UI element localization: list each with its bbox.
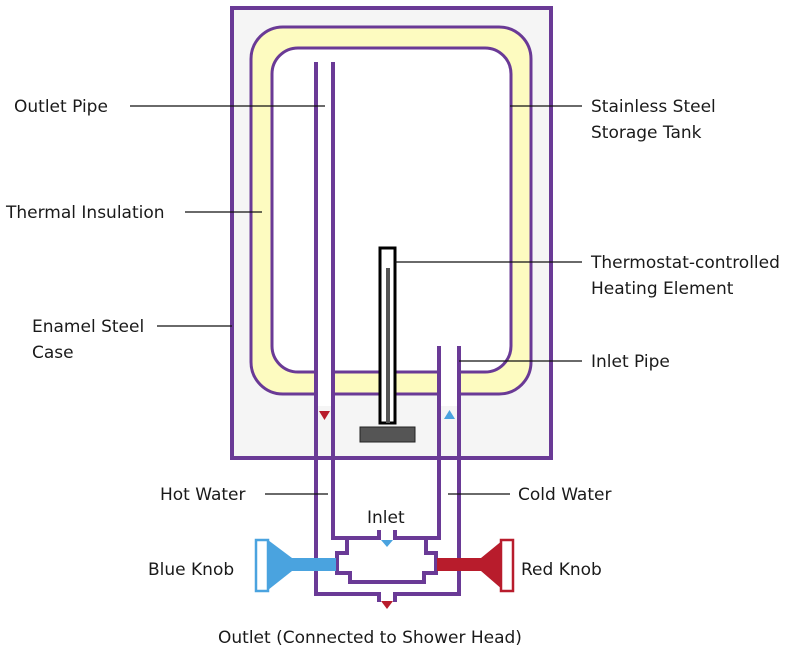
outlet-arrow <box>381 601 393 609</box>
heating-element-core <box>386 268 390 423</box>
blue-knob-cone <box>268 540 292 590</box>
outlet-bottom <box>316 592 381 602</box>
mixing-chamber-top <box>335 540 438 584</box>
red-knob-stem <box>437 558 485 571</box>
label-enamel-case-2: Case <box>32 343 74 363</box>
outlet-pipe-inner-wall <box>331 62 381 540</box>
label-heating-2: Heating Element <box>591 279 734 299</box>
label-outlet: Outlet (Connected to Shower Head) <box>218 628 522 648</box>
blue-knob[interactable] <box>254 538 270 593</box>
label-thermal-insulation: Thermal Insulation <box>5 203 165 223</box>
label-enamel-case-1: Enamel Steel <box>32 317 144 337</box>
label-red-knob: Red Knob <box>521 560 602 580</box>
inlet-pipe-inner-wall <box>393 346 441 540</box>
blue-knob-stem <box>288 558 336 571</box>
label-tank-2: Storage Tank <box>591 123 702 143</box>
red-knob-cone <box>481 540 503 590</box>
label-outlet-pipe: Outlet Pipe <box>14 97 108 117</box>
label-blue-knob: Blue Knob <box>148 560 234 580</box>
heating-element-base <box>359 426 416 443</box>
outlet-pipe-channel <box>318 358 331 406</box>
red-knob[interactable] <box>499 538 515 593</box>
outlet-bottom-right <box>393 592 459 602</box>
label-cold-water: Cold Water <box>518 485 611 505</box>
label-hot-water: Hot Water <box>160 485 246 505</box>
inlet-pipe-channel <box>441 346 457 406</box>
label-tank-1: Stainless Steel <box>591 97 716 117</box>
hot-flow-arrow <box>319 411 330 420</box>
label-heating-1: Thermostat-controlled <box>590 253 780 273</box>
inlet-arrow <box>381 540 393 547</box>
cold-flow-arrow <box>444 410 455 419</box>
label-inlet-pipe: Inlet Pipe <box>591 352 670 372</box>
label-inlet: Inlet <box>367 508 405 528</box>
